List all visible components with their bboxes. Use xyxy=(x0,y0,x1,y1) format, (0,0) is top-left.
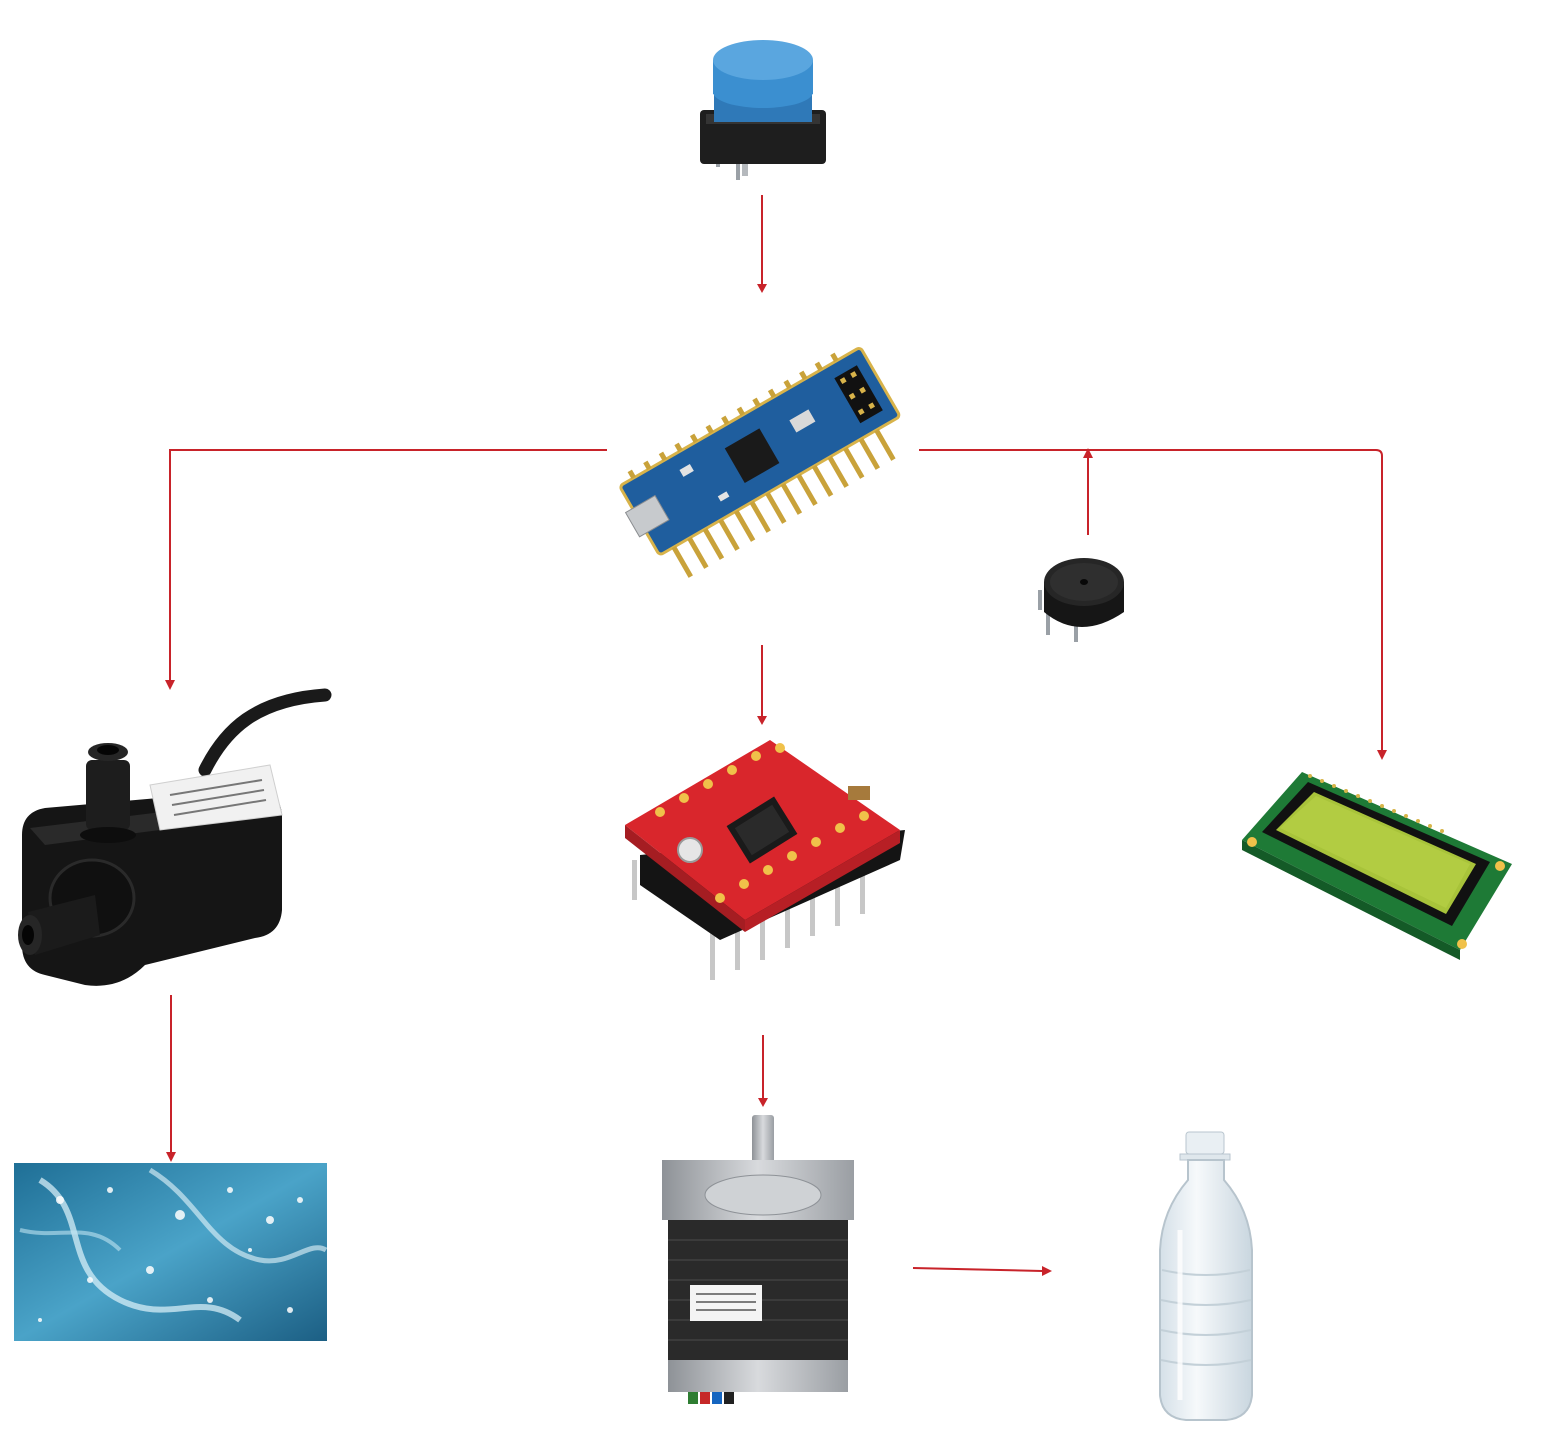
wire-arduino-to-lcd xyxy=(919,449,1387,760)
mini-water-pump-icon xyxy=(18,688,332,986)
connectors xyxy=(165,195,1387,1276)
a4988-stepper-driver-icon xyxy=(625,740,905,980)
wire-arduino-to-driver xyxy=(757,645,767,725)
nema17-stepper-motor-icon xyxy=(662,1115,854,1404)
arduino-nano-board-icon xyxy=(619,347,901,578)
tactile-push-button-icon xyxy=(700,40,826,180)
wire-arduino-to-pump xyxy=(165,449,607,690)
wire-driver-to-motor xyxy=(758,1035,768,1107)
wire-motor-to-bottle xyxy=(912,1266,1052,1276)
plastic-bottle-icon xyxy=(1159,1131,1253,1421)
water-splash-icon xyxy=(14,1163,328,1341)
wire-button-to-arduino xyxy=(757,195,767,293)
piezo-buzzer-icon xyxy=(1038,558,1124,642)
wire-buzzer-to-arduino xyxy=(1083,448,1093,535)
wire-pump-to-water xyxy=(166,995,176,1162)
lcd-16x2-display-icon xyxy=(1242,772,1512,960)
